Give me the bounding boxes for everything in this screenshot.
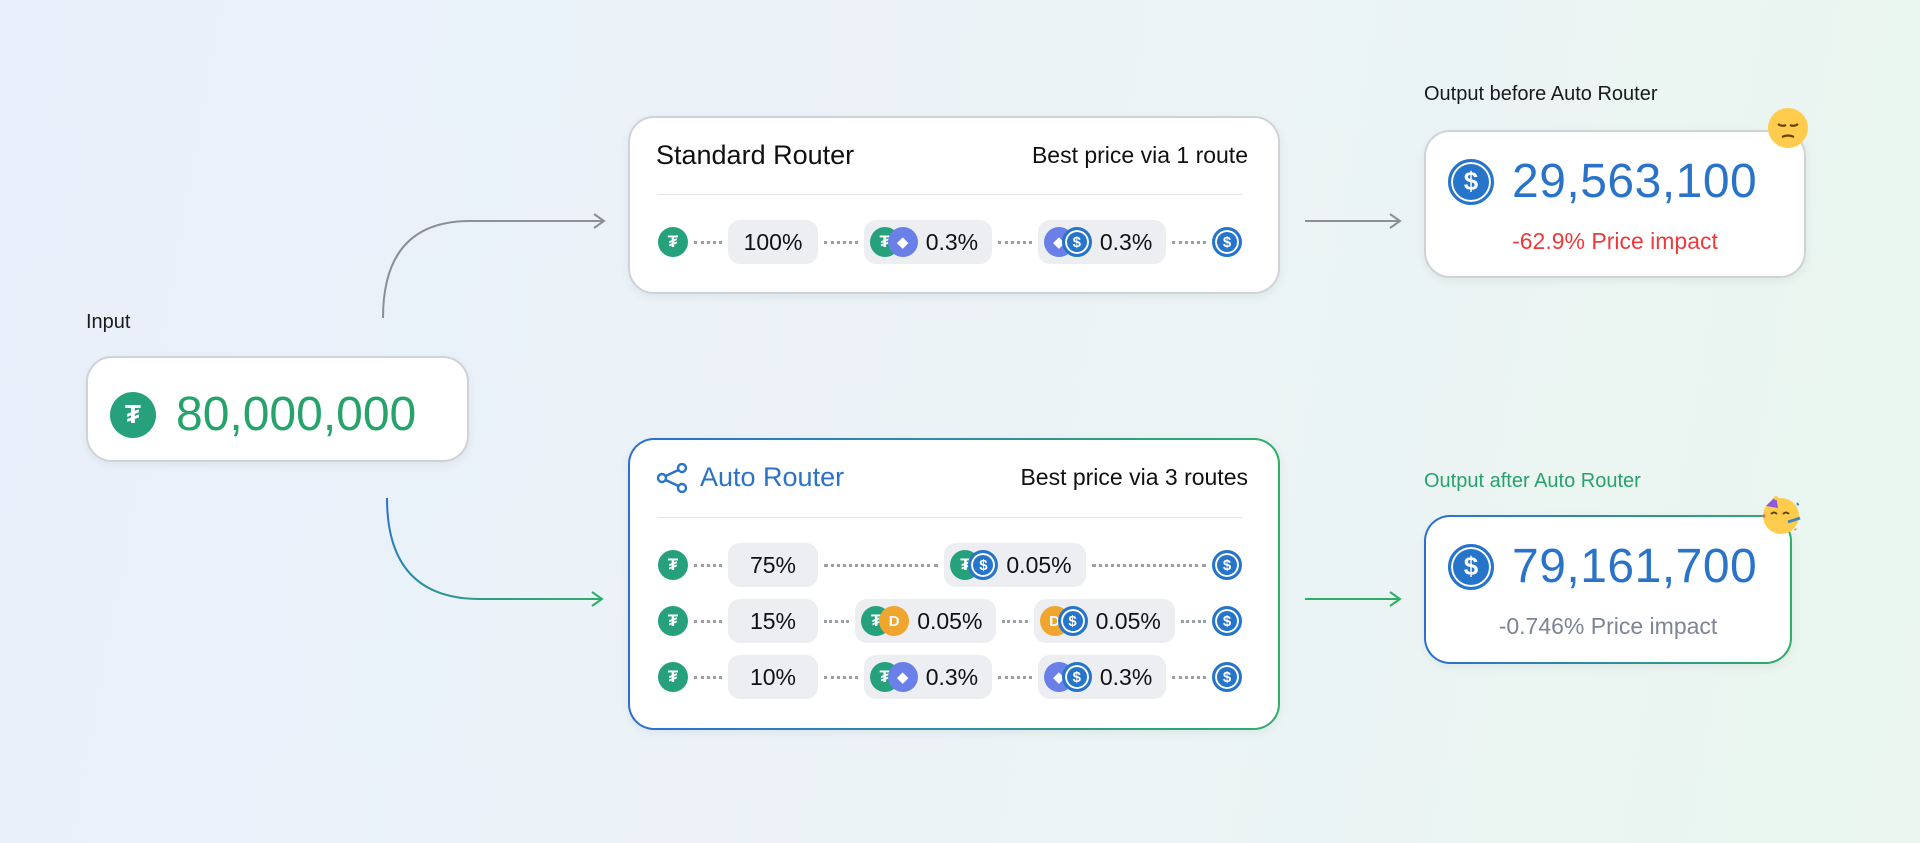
partying-face-icon	[1762, 496, 1801, 534]
price-impact-before: -62.9% Price impact	[1512, 228, 1718, 254]
usdc-icon: $	[1211, 662, 1242, 692]
output-before-amount: 29,563,100	[1512, 155, 1758, 208]
auto-router-note: Best price via 3 routes	[1020, 464, 1248, 490]
pool-fee: 0.3%	[1099, 228, 1153, 255]
route-dots	[824, 563, 939, 567]
route-dots	[824, 619, 850, 623]
usdc-icon: $	[1211, 227, 1242, 257]
route-row: ₮ 10% ₮◆ 0.3% ◆$ 0.3% $	[658, 655, 1242, 699]
route-dots	[694, 675, 722, 679]
eth-icon: ◆	[887, 662, 918, 692]
usdc-icon: $	[1212, 606, 1242, 636]
input-card: ₮ 80,000,000	[86, 356, 469, 462]
route-row: ₮ 15% ₮D 0.05% D$ 0.05% $	[658, 599, 1242, 643]
dai-icon: D	[879, 606, 910, 636]
standard-router-title: Standard Router	[656, 140, 855, 170]
pool-pill: ₮◆ 0.3%	[863, 655, 993, 699]
output-before-label: Output before Auto Router	[1424, 83, 1658, 105]
output-after-amount: 79,161,700	[1512, 540, 1758, 593]
usdc-icon: $	[1061, 227, 1092, 257]
route-dots	[824, 240, 858, 244]
route-percent: 10%	[728, 655, 818, 699]
standard-output-arrowhead	[1389, 213, 1402, 229]
pool-fee: 0.05%	[917, 607, 983, 634]
auto-route-arrowhead	[591, 591, 604, 607]
usdt-icon: ₮	[658, 606, 688, 636]
usdt-icon: ₮	[658, 227, 688, 257]
output-before-card: $ 29,563,100 -62.9% Price impact	[1424, 130, 1806, 278]
standard-router-card: Standard Router Best price via 1 route ₮…	[628, 116, 1280, 294]
input-label: Input	[86, 311, 131, 333]
usdt-icon: ₮	[658, 662, 688, 692]
pool-fee: 0.05%	[1006, 551, 1072, 578]
route-dots	[1091, 563, 1206, 567]
eth-icon: ◆	[887, 227, 918, 257]
route-dots	[998, 240, 1032, 244]
usdc-icon: $	[1448, 158, 1494, 205]
standard-route-arrow	[382, 220, 604, 319]
pool-fee: 0.3%	[925, 663, 979, 690]
pool-pill: ◆$ 0.3%	[1037, 655, 1167, 699]
route-dots	[694, 240, 722, 244]
pensive-face-icon	[1768, 108, 1808, 148]
route-dots	[1172, 675, 1206, 679]
pool-pill: ₮$ 0.05%	[944, 543, 1086, 587]
auto-router-title: Auto Router	[700, 462, 845, 492]
route-row: ₮ 100% ₮◆ 0.3% ◆$ 0.3% $	[658, 220, 1242, 264]
auto-route-arrow	[386, 497, 602, 600]
auto-output-arrowhead	[1389, 591, 1402, 607]
divider	[658, 194, 1242, 195]
auto-router-card: Auto Router Best price via 3 routes ₮ 75…	[628, 438, 1280, 730]
pool-pill: D$ 0.05%	[1033, 599, 1175, 643]
usdc-icon: $	[968, 550, 999, 580]
pool-fee: 0.3%	[925, 228, 979, 255]
divider	[658, 517, 1242, 518]
price-impact-after: -0.746% Price impact	[1498, 613, 1718, 639]
pool-fee: 0.3%	[1099, 663, 1153, 690]
usdc-icon: $	[1061, 662, 1092, 692]
standard-route-arrowhead	[593, 213, 606, 229]
route-dots	[1002, 619, 1028, 623]
pool-pill: ₮D 0.05%	[855, 599, 997, 643]
route-dots	[694, 563, 722, 567]
share-route-icon	[656, 462, 688, 493]
usdt-icon: ₮	[110, 391, 156, 438]
usdc-icon: $	[1057, 606, 1088, 636]
pool-pill: ₮◆ 0.3%	[863, 220, 993, 264]
output-after-card: $ 79,161,700 -0.746% Price impact	[1424, 515, 1792, 664]
usdc-icon: $	[1212, 550, 1242, 580]
output-after-label: Output after Auto Router	[1424, 470, 1641, 492]
usdc-icon: $	[1448, 543, 1494, 590]
route-dots	[824, 675, 858, 679]
standard-router-note: Best price via 1 route	[1031, 142, 1248, 168]
input-amount: 80,000,000	[176, 388, 417, 441]
route-dots	[998, 675, 1032, 679]
route-dots	[1172, 240, 1206, 244]
pool-fee: 0.05%	[1095, 607, 1161, 634]
route-percent: 15%	[728, 599, 818, 643]
route-percent: 100%	[728, 220, 818, 264]
route-dots	[1180, 619, 1206, 623]
route-row: ₮ 75% ₮$ 0.05% $	[658, 543, 1242, 587]
pool-pill: ◆$ 0.3%	[1037, 220, 1167, 264]
usdt-icon: ₮	[658, 550, 688, 580]
route-percent: 75%	[728, 543, 818, 587]
route-dots	[694, 619, 722, 623]
